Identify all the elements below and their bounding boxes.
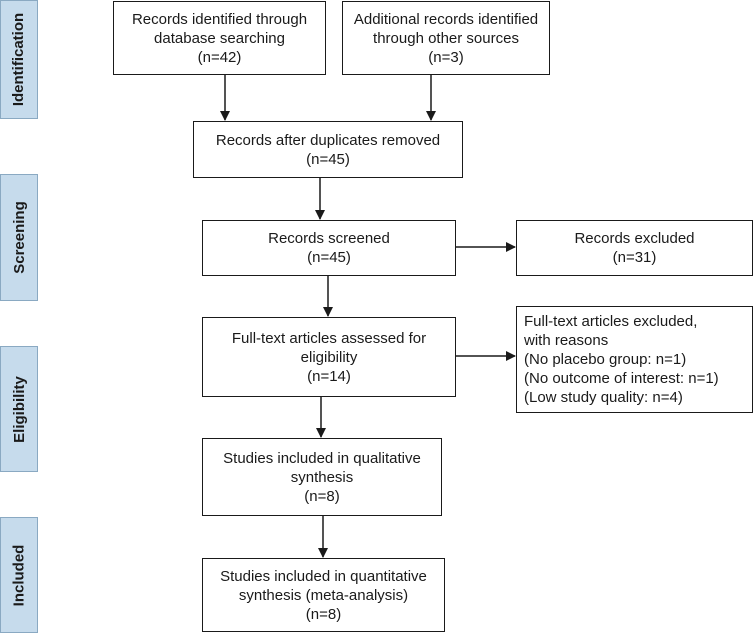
box-duplicates-removed: Records after duplicates removed (n=45)	[193, 121, 463, 178]
box-line: synthesis	[290, 468, 354, 486]
box-records-screened: Records screened (n=45)	[202, 220, 456, 276]
box-line: synthesis (meta-analysis)	[238, 586, 409, 604]
box-line: Records identified through	[131, 10, 308, 28]
box-line: Records excluded	[574, 230, 695, 247]
box-line: Full-text articles assessed for	[231, 329, 427, 347]
box-line: through other sources	[373, 29, 519, 47]
box-line: (n=14)	[307, 367, 351, 385]
box-line: (No outcome of interest: n=1)	[524, 370, 719, 387]
box-line: (n=45)	[306, 150, 350, 168]
box-line: eligibility	[300, 348, 358, 366]
box-line: (n=3)	[428, 48, 464, 66]
box-line: (n=31)	[612, 249, 657, 266]
box-line: Full-text articles excluded,	[524, 313, 698, 330]
box-line: (n=8)	[304, 487, 340, 505]
box-line: database searching	[154, 29, 285, 47]
box-line: with reasons	[524, 332, 609, 349]
box-fulltext-excluded: Full-text articles excluded, with reason…	[516, 306, 753, 413]
box-line: (No placebo group: n=1)	[524, 351, 687, 368]
phase-included-label: Included	[0, 517, 38, 633]
phase-identification-label: Identification	[0, 0, 38, 119]
box-quantitative-synthesis: Studies included in quantitative synthes…	[202, 558, 445, 632]
phase-screening-label: Screening	[0, 174, 38, 301]
box-line: Additional records identified	[353, 10, 539, 28]
phase-eligibility-label: Eligibility	[0, 346, 38, 472]
box-qualitative-synthesis: Studies included in qualitative synthesi…	[202, 438, 442, 516]
box-line: Studies included in quantitative	[220, 567, 427, 585]
box-line: (n=42)	[197, 48, 242, 66]
box-fulltext-assessed: Full-text articles assessed for eligibil…	[202, 317, 456, 397]
box-line: Studies included in qualitative	[223, 449, 421, 467]
box-line: (n=8)	[305, 605, 342, 623]
box-line: (n=45)	[307, 249, 351, 266]
box-records-excluded: Records excluded (n=31)	[516, 220, 753, 276]
box-line: Records screened	[268, 230, 390, 247]
box-database-search: Records identified through database sear…	[113, 1, 326, 75]
box-other-sources: Additional records identified through ot…	[342, 1, 550, 75]
box-line: (Low study quality: n=4)	[524, 389, 683, 406]
box-line: Records after duplicates removed	[215, 131, 441, 149]
